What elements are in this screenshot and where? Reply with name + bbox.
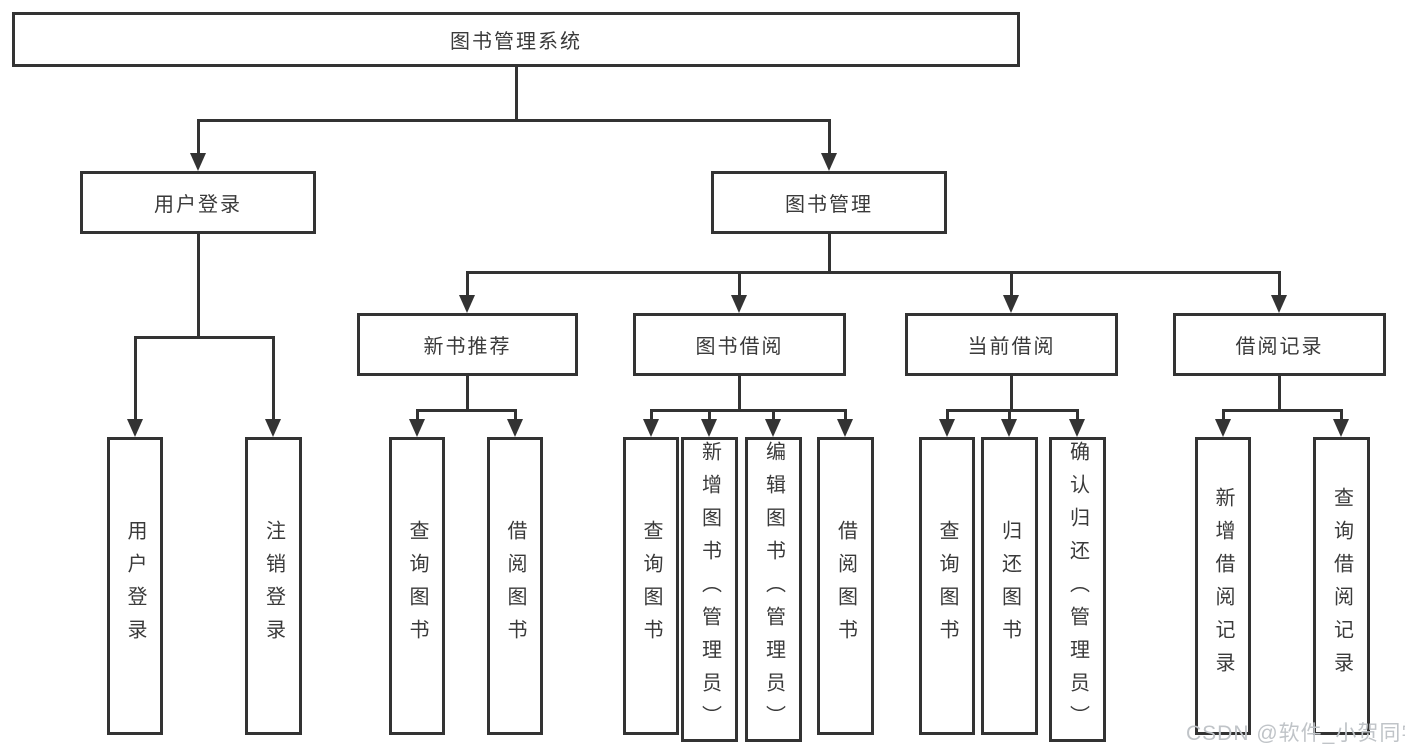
csdn-watermark: CSDN @软件_小贺同学: [1186, 722, 1405, 745]
arrow-down-icon: [821, 153, 837, 171]
leaf-label: 用户登录: [124, 520, 146, 652]
arrow-down-icon: [643, 419, 659, 437]
leaf-label: 借阅图书: [504, 520, 526, 652]
connector-drop: [945, 410, 949, 421]
arrow-down-icon: [701, 419, 717, 437]
leaf-add-books-admin: 新增图书（管理员）: [681, 437, 738, 742]
leaf-label: 确认归还（管理员）: [1066, 441, 1089, 738]
connector-drop: [1339, 410, 1343, 421]
connector-user-login-rail: [133, 336, 275, 339]
connector-drop: [649, 410, 653, 421]
arrow-down-icon: [765, 419, 781, 437]
arrow-down-icon: [939, 419, 955, 437]
arrow-down-icon: [731, 295, 747, 313]
root-node-library-management-system: 图书管理系统: [12, 12, 1020, 67]
branch-book-management: 图书管理: [711, 171, 947, 234]
leaf-query-books-current: 查询图书: [919, 437, 975, 735]
branch-user-login: 用户登录: [80, 171, 316, 234]
leaf-borrow-books: 借阅图书: [817, 437, 874, 735]
connector-drop: [771, 410, 775, 421]
connector-user-login-stem: [196, 234, 200, 337]
arrow-down-icon: [1069, 419, 1085, 437]
connector-drop-current-borrowing: [1009, 272, 1013, 297]
connector-drop: [1007, 410, 1011, 421]
leaf-return-books: 归还图书: [981, 437, 1038, 735]
connector-drop-leaf-logout: [271, 337, 275, 421]
connector-book-borrowing-stem: [737, 376, 741, 410]
branch-book-management-label: 图书管理: [785, 194, 873, 216]
leaf-label: 新增图书（管理员）: [698, 441, 721, 738]
branch-new-book-recommendation: 新书推荐: [357, 313, 578, 376]
leaf-confirm-return-admin: 确认归还（管理员）: [1049, 437, 1106, 742]
connector-drop-borrowing-records: [1277, 272, 1281, 297]
connector-drop: [513, 410, 517, 421]
root-node-label: 图书管理系统: [450, 31, 582, 53]
arrow-down-icon: [459, 295, 475, 313]
connector-drop: [1075, 410, 1079, 421]
branch-new-book-recommendation-label: 新书推荐: [423, 336, 512, 358]
leaf-label: 归还图书: [998, 520, 1021, 652]
connector-new-book-stem: [465, 376, 469, 410]
branch-borrowing-records: 借阅记录: [1173, 313, 1386, 376]
arrow-down-icon: [190, 153, 206, 171]
connector-drop-book-borrowing: [737, 272, 741, 297]
arrow-down-icon: [1001, 419, 1017, 437]
leaf-query-books-recommend: 查询图书: [389, 437, 445, 735]
leaf-query-books-borrowing: 查询图书: [623, 437, 679, 735]
connector-borrowing-records-rail: [1221, 409, 1343, 412]
connector-level2-rail: [196, 119, 831, 122]
branch-book-borrowing: 图书借阅: [633, 313, 846, 376]
arrow-down-icon: [1003, 295, 1019, 313]
leaf-add-borrow-record: 新增借阅记录: [1195, 437, 1251, 735]
connector-borrowing-records-stem: [1277, 376, 1281, 410]
connector-drop: [1221, 410, 1225, 421]
leaf-label: 注销登录: [262, 520, 285, 652]
connector-root-stem: [514, 67, 518, 120]
arrow-down-icon: [507, 419, 523, 437]
leaf-label: 查询图书: [936, 520, 958, 652]
leaf-label: 编辑图书（管理员）: [762, 441, 785, 738]
leaf-borrow-books-recommend: 借阅图书: [487, 437, 543, 735]
connector-new-book-rail: [415, 409, 517, 412]
leaf-label: 借阅图书: [834, 520, 857, 652]
connector-drop: [843, 410, 847, 421]
branch-book-borrowing-label: 图书借阅: [695, 336, 784, 358]
arrow-down-icon: [127, 419, 143, 437]
connector-drop: [707, 410, 711, 421]
connector-book-management-stem: [827, 234, 831, 272]
connector-drop-book-management: [827, 120, 831, 156]
connector-current-borrowing-stem: [1009, 376, 1013, 410]
leaf-label: 新增借阅记录: [1212, 487, 1234, 685]
arrow-down-icon: [409, 419, 425, 437]
branch-user-login-label: 用户登录: [154, 194, 242, 216]
arrow-down-icon: [1333, 419, 1349, 437]
leaf-label: 查询借阅记录: [1330, 487, 1353, 685]
connector-level3-rail: [465, 271, 1281, 274]
connector-drop-user-login: [196, 120, 200, 156]
leaf-label: 查询图书: [406, 520, 428, 652]
branch-borrowing-records-label: 借阅记录: [1235, 336, 1324, 358]
connector-drop-leaf-login: [133, 337, 137, 421]
branch-current-borrowing-label: 当前借阅: [967, 336, 1056, 358]
connector-book-borrowing-rail: [649, 409, 847, 412]
connector-drop: [415, 410, 419, 421]
branch-current-borrowing: 当前借阅: [905, 313, 1118, 376]
connector-drop-new-book: [465, 272, 469, 297]
leaf-edit-books-admin: 编辑图书（管理员）: [745, 437, 802, 742]
arrow-down-icon: [837, 419, 853, 437]
leaf-label: 查询图书: [640, 520, 662, 652]
arrow-down-icon: [265, 419, 281, 437]
leaf-query-borrow-record: 查询借阅记录: [1313, 437, 1370, 735]
leaf-logout: 注销登录: [245, 437, 302, 735]
connector-current-borrowing-rail: [945, 409, 1079, 412]
leaf-user-login: 用户登录: [107, 437, 163, 735]
arrow-down-icon: [1271, 295, 1287, 313]
arrow-down-icon: [1215, 419, 1231, 437]
